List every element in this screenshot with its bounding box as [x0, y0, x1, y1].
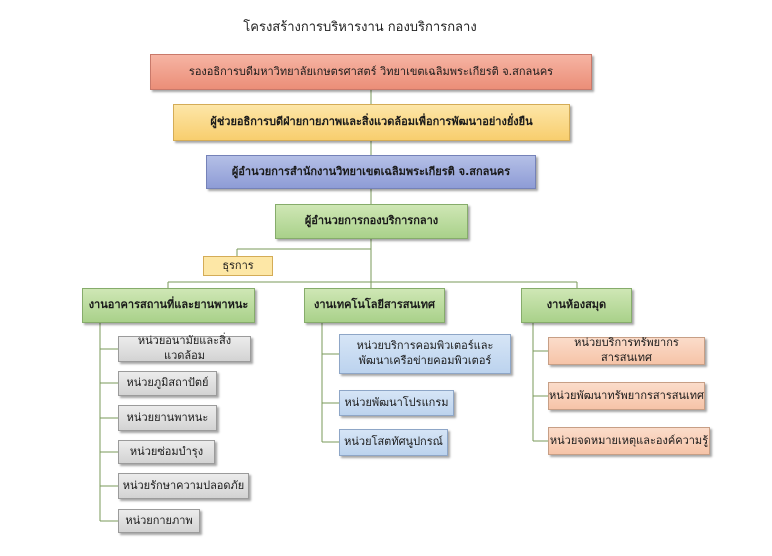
director-division-box: ผู้อำนวยการกองบริการกลาง [275, 204, 468, 239]
vice-president-box: รองอธิการบดีมหาวิทยาลัยเกษตรศาสตร์ วิทยา… [150, 54, 592, 90]
unit-box: หน่วยซ่อมบำรุง [118, 440, 215, 464]
admin-box: ธุรการ [203, 256, 273, 276]
department-building: งานอาคารสถานที่และยานพาหนะ [82, 288, 255, 323]
unit-box: หน่วยพัฒนาโปรแกรม [339, 390, 454, 416]
unit-box: หน่วยโสตทัศนูปกรณ์ [339, 429, 448, 456]
unit-box: หน่วยจดหมายเหตุและองค์ความรู้ [548, 427, 710, 455]
unit-box: หน่วยบริการทรัพยากรสารสนเทศ [548, 336, 705, 365]
unit-box: หน่วยรักษาความปลอดภัย [118, 473, 249, 499]
department-library: งานห้องสมุด [521, 288, 632, 323]
department-it: งานเทคโนโลยีสารสนเทศ [304, 288, 445, 323]
director-office-box: ผู้อำนวยการสำนักงานวิทยาเขตเฉลิมพระเกียร… [206, 155, 536, 189]
assistant-president-box: ผู้ช่วยอธิการบดีฝ่ายกายภาพและสิ่งแวดล้อม… [173, 104, 570, 141]
unit-box: หน่วยกายภาพ [118, 509, 200, 533]
unit-box: หน่วยพัฒนาทรัพยากรสารสนเทศ [548, 382, 705, 410]
chart-title: โครงสร้างการบริหารงาน กองบริการกลาง [243, 20, 477, 35]
unit-box: หน่วยบริการคอมพิวเตอร์และพัฒนาเครือข่ายค… [339, 334, 511, 374]
unit-box: หน่วยภูมิสถาปัตย์ [118, 371, 217, 396]
unit-box: หน่วยอนามัยและสิ่งแวดล้อม [118, 334, 251, 362]
unit-box: หน่วยยานพาหนะ [118, 405, 217, 431]
